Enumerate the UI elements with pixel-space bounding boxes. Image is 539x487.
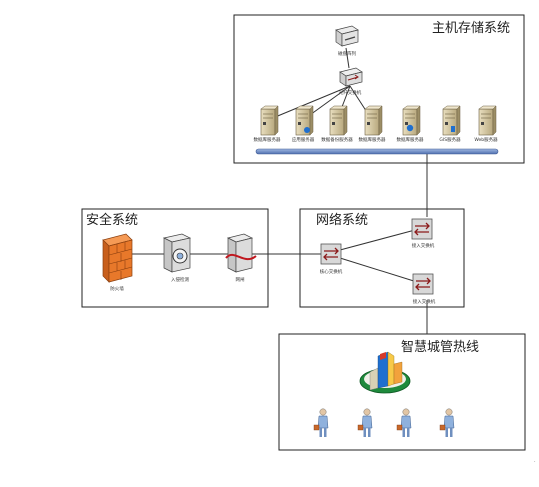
server-label: 数据库服务器: [254, 136, 281, 143]
san-switch-node: 光纤交换机: [339, 67, 363, 96]
link-core-to-access-1: [339, 229, 416, 251]
server-label: 数据库服务器: [359, 136, 386, 143]
server-icon: [402, 105, 421, 136]
network-section: [299, 208, 465, 308]
hotline-operator-icon: [439, 408, 455, 438]
server-icon: [442, 105, 461, 136]
city-building-icon: [359, 351, 411, 394]
host-storage-title: 主机存储系统: [432, 21, 510, 36]
core-switch-node: 核心交换机: [320, 243, 343, 275]
core-switch-label: 核心交换机: [320, 268, 343, 275]
storage-array-node: 磁盘阵列: [335, 25, 359, 57]
server-icon: [364, 105, 383, 136]
link-san-to-server: [267, 85, 351, 121]
gateway-node: 网闸: [225, 233, 257, 283]
access-switch-icon: [412, 273, 434, 295]
security-title: 安全系统: [86, 212, 138, 228]
security-section: [81, 208, 269, 308]
host-storage-section: [233, 14, 525, 164]
link-array-to-san: [345, 47, 350, 69]
network-title: 网络系统: [316, 212, 368, 228]
server-bus: [255, 148, 499, 155]
gateway-label: 网闸: [236, 276, 245, 283]
core-switch-icon: [320, 243, 342, 265]
smart-city-title: 智慧城管热线: [401, 339, 479, 355]
intrusion-detection-icon: [162, 233, 192, 273]
hotline-operator-icon: [357, 408, 373, 438]
smart-city-section: [278, 333, 526, 451]
hotline-operator-icon: [396, 408, 412, 438]
hotline-operator-icon: [313, 408, 329, 438]
server-label: GIS服务器: [439, 136, 461, 143]
server-label: 应用服务器: [292, 136, 315, 143]
access-switch-label: 接入交换机: [413, 298, 436, 305]
server-icon: [478, 105, 497, 136]
storage-array-label: 磁盘阵列: [338, 50, 356, 57]
connection-lines: [118, 47, 428, 334]
storage-array-icon: [335, 25, 359, 47]
server-icon: [329, 105, 348, 136]
firewall-label: 防火墙: [110, 285, 124, 292]
server-row: 数据库服务器 应用服务器 数据备份服务器 数据库服务器 数据库服务器 GIS服务…: [254, 105, 498, 143]
access-switch-label: 接入交换机: [412, 242, 435, 249]
access-switch-icon: [411, 218, 433, 240]
page-mark: ·: [534, 459, 536, 465]
server-label: 数据备份服务器: [321, 136, 353, 143]
server-label: 数据库服务器: [397, 136, 424, 143]
server-icon: [295, 105, 314, 136]
server-label: Web服务器: [474, 136, 498, 143]
fiber-switch-icon: [339, 67, 363, 87]
gateway-icon: [225, 233, 257, 273]
server-icon: [260, 105, 279, 136]
link-core-to-access-2: [339, 257, 418, 283]
firewall-node: 防火墙: [102, 233, 133, 292]
access-switch-node: 接入交换机: [411, 218, 435, 249]
san-switch-label: 光纤交换机: [339, 89, 362, 96]
access-switch-node: 接入交换机: [412, 273, 436, 305]
firewall-icon: [102, 233, 133, 283]
ids-node: 入侵检测: [162, 233, 192, 283]
ids-label: 入侵检测: [171, 276, 189, 283]
